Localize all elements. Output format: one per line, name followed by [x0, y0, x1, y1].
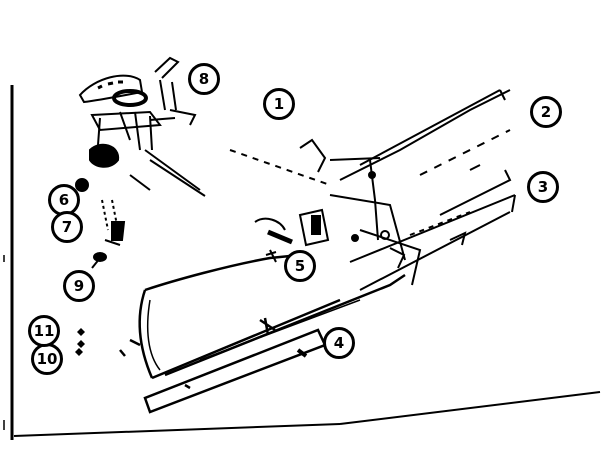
page-border	[3, 85, 601, 440]
callout-9: 9	[63, 270, 95, 302]
callout-4-label: 4	[333, 333, 345, 352]
callout-5: 5	[284, 250, 316, 282]
lever-part-8	[149, 56, 197, 126]
stud-assembly	[75, 178, 126, 269]
callout-10: 10	[31, 343, 63, 375]
frame-assembly	[229, 89, 511, 286]
callout-9-label: 9	[73, 276, 85, 295]
callout-1: 1	[263, 88, 295, 120]
callout-8-label: 8	[198, 69, 210, 88]
callout-1-label: 1	[273, 94, 285, 113]
callout-2: 2	[530, 96, 562, 128]
panel-part-2	[359, 89, 512, 216]
callout-10-label: 10	[36, 349, 58, 368]
callout-5-label: 5	[294, 256, 306, 275]
seat-assembly	[78, 74, 206, 197]
bar-part-3	[349, 194, 516, 291]
callout-7-label: 7	[61, 217, 73, 236]
callout-11-label: 11	[33, 321, 55, 340]
blade-part-4	[119, 253, 406, 414]
callout-2-label: 2	[540, 102, 552, 121]
callout-11: 11	[28, 315, 60, 347]
callout-7: 7	[51, 211, 83, 243]
hardware-11-10	[75, 328, 85, 356]
callout-6-label: 6	[58, 190, 70, 209]
callout-3-label: 3	[537, 177, 549, 196]
callout-4: 4	[323, 327, 355, 359]
callout-8: 8	[188, 63, 220, 95]
callout-3: 3	[527, 171, 559, 203]
